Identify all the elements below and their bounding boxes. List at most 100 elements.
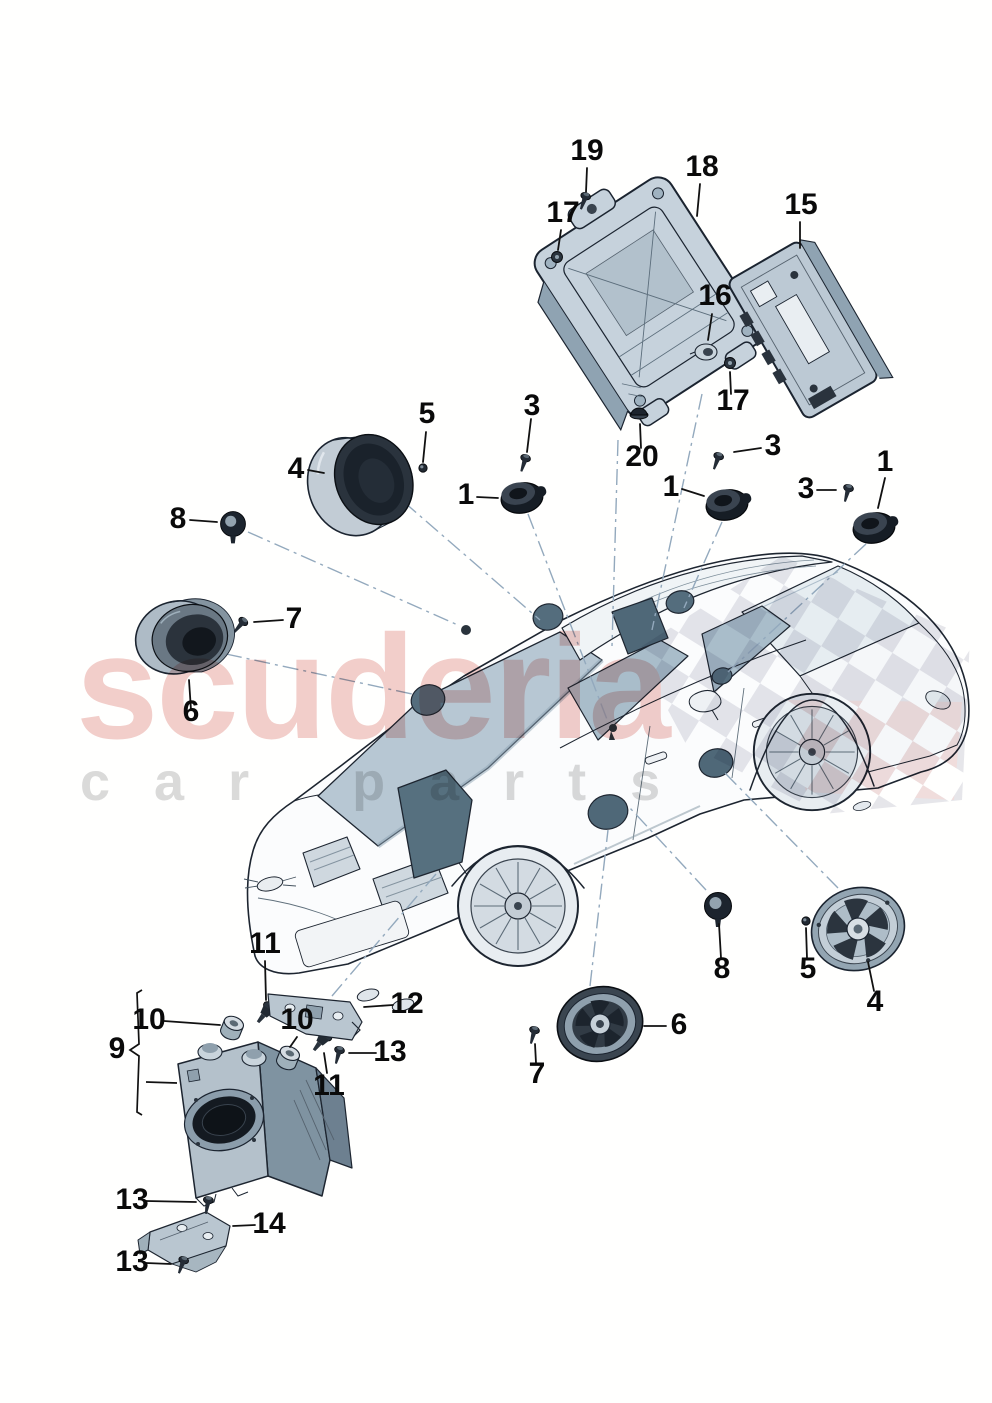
leader-line	[681, 488, 705, 497]
part-3-screw	[516, 452, 533, 474]
callout-5: 5	[800, 927, 817, 985]
callout-number: 6	[183, 695, 200, 728]
part-17-nut	[551, 251, 563, 263]
callout-number: 1	[458, 478, 475, 511]
callout-3: 3	[524, 389, 541, 453]
callout-number: 15	[784, 188, 817, 221]
part-9-subwoofer-assembly	[177, 1041, 353, 1207]
callout-number: 3	[798, 472, 815, 505]
callout-10: 10	[132, 1003, 221, 1036]
callout-number: 1	[663, 470, 680, 503]
leader-line	[188, 679, 192, 711]
leader-line	[877, 477, 886, 509]
callout-11: 11	[249, 927, 281, 1001]
callout-12: 12	[363, 987, 424, 1020]
part-12-bracket	[267, 993, 363, 1041]
callout-10: 10	[280, 1003, 314, 1048]
callout-8: 8	[170, 502, 218, 535]
callout-number: 11	[249, 927, 281, 960]
callout-number: 11	[313, 1069, 345, 1102]
callout-11: 11	[313, 1052, 345, 1102]
callout-number: 13	[115, 1245, 148, 1278]
leader-line	[264, 960, 267, 1001]
callout-9-leader	[145, 1081, 178, 1084]
callout-17: 17	[716, 371, 750, 417]
callout-number: 7	[529, 1057, 546, 1090]
callout-number: 20	[625, 440, 658, 473]
callout-number: 7	[286, 602, 303, 635]
callout-number: 13	[373, 1035, 406, 1068]
leader-line	[363, 1004, 394, 1008]
watermark: scuderia car parts	[76, 556, 970, 814]
callout-number: 3	[524, 389, 541, 422]
leader-line	[718, 923, 722, 959]
callout-number: 9	[109, 1032, 126, 1065]
part-1-tweeter	[849, 507, 902, 548]
callout-7: 7	[529, 1043, 546, 1090]
part-3-screw	[839, 482, 855, 504]
callout-15: 15	[784, 188, 818, 249]
part-7-screw	[525, 1024, 541, 1046]
callout-18: 18	[685, 150, 719, 217]
callout-5: 5	[419, 397, 435, 463]
part-5-screw	[418, 463, 428, 473]
callout-4: 4	[288, 452, 325, 485]
leader-line	[145, 1262, 172, 1265]
leader-line	[733, 447, 762, 453]
leader-line	[422, 431, 427, 463]
leader-line	[289, 1036, 298, 1048]
leader-line	[867, 961, 875, 992]
callout-number: 17	[716, 384, 749, 417]
leader-line	[526, 418, 532, 453]
part-13-screw	[330, 1044, 346, 1066]
callout-number: 10	[280, 1003, 313, 1036]
watermark-brand: scuderia	[76, 605, 672, 770]
leader-line	[805, 927, 808, 959]
part-3-screw	[708, 450, 726, 472]
callout-13: 13	[348, 1035, 407, 1068]
leader-line	[639, 423, 642, 449]
part-6-speaker	[556, 985, 644, 1063]
callout-number: 8	[714, 952, 731, 985]
callout-13: 13	[115, 1183, 197, 1216]
callout-17: 17	[546, 196, 580, 251]
leader-line	[189, 519, 218, 523]
part-4-speaker	[306, 433, 414, 537]
checkered-flag-tint	[788, 700, 962, 800]
callout-4: 4	[867, 961, 884, 1018]
callout-number: 3	[765, 429, 782, 462]
part-5-screw	[801, 916, 811, 926]
callout-number: 18	[685, 150, 718, 183]
callout-6: 6	[183, 679, 200, 728]
part-8-grommet	[704, 892, 732, 928]
leader-line	[707, 313, 713, 341]
part-1-tweeter	[702, 484, 755, 525]
leader-line	[557, 229, 562, 251]
callout-9-brace	[128, 989, 143, 1116]
callout-1: 1	[663, 470, 705, 503]
callout-number: 12	[390, 987, 423, 1020]
reference-lines	[225, 205, 867, 997]
callout-20: 20	[625, 423, 659, 473]
callout-3: 3	[733, 429, 782, 462]
callout-number: 1	[877, 445, 894, 478]
leader-line	[307, 469, 325, 474]
leader-line	[696, 183, 701, 217]
part-10-bushing	[217, 1013, 247, 1043]
callout-number: 16	[698, 279, 731, 312]
part-6-speaker	[134, 598, 235, 675]
watermark-tagline: car parts	[80, 752, 704, 812]
part-1-tweeter	[497, 477, 550, 518]
leader-line	[476, 496, 499, 499]
callout-9: 9	[109, 1032, 126, 1065]
part-15-amplifier	[728, 239, 894, 419]
callout-number: 5	[800, 952, 817, 985]
callout-3: 3	[798, 472, 837, 505]
callout-number: 4	[288, 452, 305, 485]
callout-6: 6	[643, 1008, 687, 1041]
callout-13: 13	[115, 1245, 172, 1278]
door-handle	[644, 751, 668, 765]
